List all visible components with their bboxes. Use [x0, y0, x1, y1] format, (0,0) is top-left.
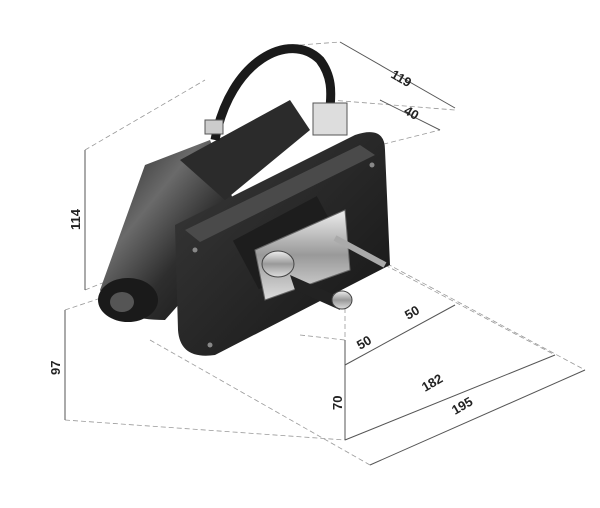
mounting-plate: [254, 209, 351, 301]
pivot-shaft: [333, 235, 387, 268]
dim-182: 182: [419, 371, 445, 395]
spindle: [290, 275, 340, 310]
dim-97: 97: [48, 361, 63, 375]
motor: [98, 100, 310, 322]
gearbox: [175, 132, 390, 356]
cable-clamp: [204, 119, 224, 135]
dim-114: 114: [68, 208, 83, 230]
dim-195: 195: [449, 394, 475, 418]
connector: [312, 102, 348, 136]
dim-70: 70: [330, 396, 345, 410]
dim-50-a: 50: [354, 332, 374, 352]
extension-lines: [64, 41, 586, 466]
dim-50-b: 50: [402, 302, 422, 322]
spindle-nut: [261, 250, 295, 278]
dimension-lines: [64, 41, 586, 466]
dim-119: 119: [389, 67, 415, 90]
cable: [204, 44, 348, 141]
dim-40: 40: [402, 103, 422, 123]
